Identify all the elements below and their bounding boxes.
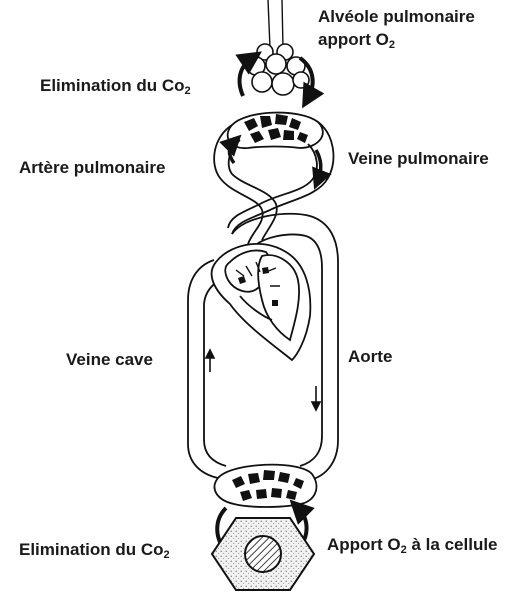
label-elimination-bottom-text: Elimination du Co <box>19 540 164 559</box>
label-apport-cellule-text: Apport O <box>327 535 401 554</box>
heart <box>212 244 311 360</box>
label-elimination-top-text: Elimination du Co <box>40 76 185 95</box>
label-apport-o2-cellule: Apport O2 à la cellule <box>327 534 498 561</box>
label-artere-pulmonaire: Artère pulmonaire <box>19 157 165 179</box>
label-veine-cave: Veine cave <box>66 349 153 371</box>
tissue-capillaries <box>215 465 317 507</box>
label-apport-o2: apport O2 <box>318 29 395 56</box>
label-apport-o2-subscript: 2 <box>389 39 395 51</box>
pulmonary-capillaries <box>228 113 323 149</box>
label-apport-o2-text: apport O <box>318 30 389 49</box>
cell-nucleus <box>245 536 281 572</box>
label-apport-cellule-suffix: à la cellule <box>407 535 498 554</box>
alveoli-cluster <box>247 44 309 95</box>
label-alveole-pulmonaire: Alvéole pulmonaire <box>318 6 475 28</box>
label-elimination-top-subscript: 2 <box>185 85 191 97</box>
systemic-flow-arrows <box>206 350 320 410</box>
label-aorte: Aorte <box>348 346 392 368</box>
label-elimination-co2-top: Elimination du Co2 <box>40 75 191 102</box>
label-elimination-co2-bottom: Elimination du Co2 <box>19 539 170 566</box>
label-elimination-bottom-subscript: 2 <box>164 549 170 561</box>
label-veine-pulmonaire: Veine pulmonaire <box>348 148 489 170</box>
bronchus <box>268 0 283 48</box>
body-cell <box>212 518 314 590</box>
